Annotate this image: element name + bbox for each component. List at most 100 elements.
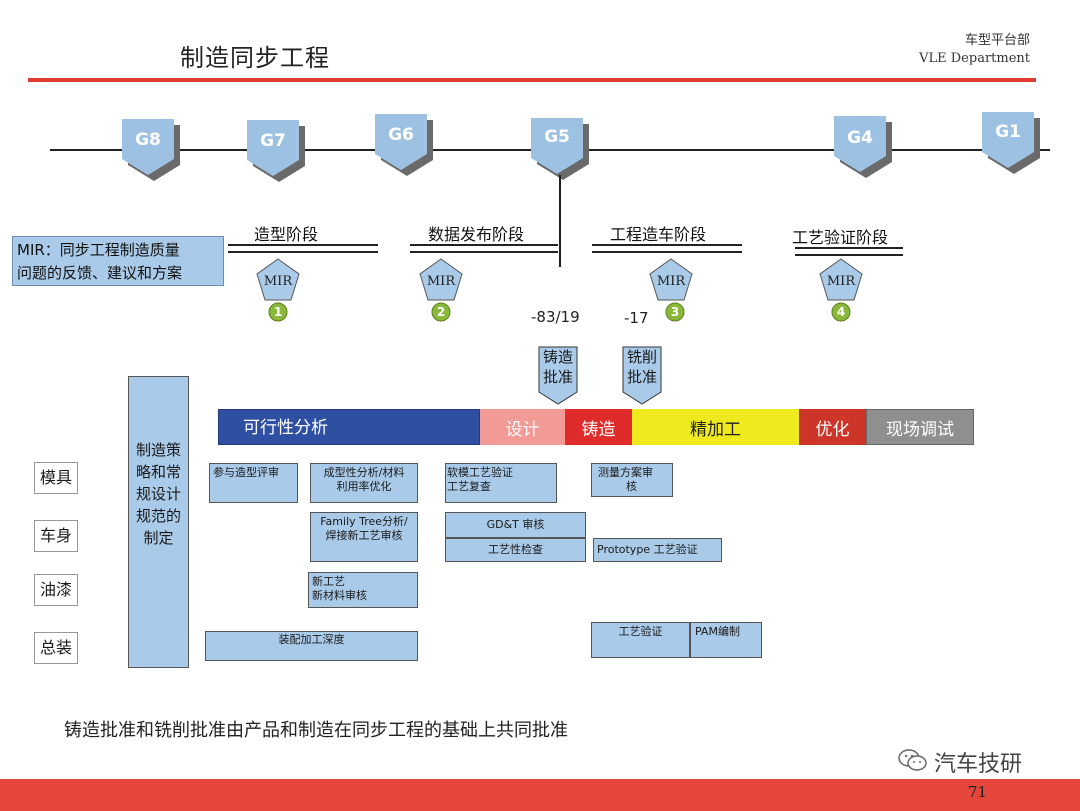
bar-finishing-label: 精加工 — [690, 419, 741, 440]
timing-casting: -83/19 — [531, 308, 580, 326]
task-text: 工艺复查 — [447, 480, 491, 493]
milestone-line: 铣削 — [626, 348, 657, 366]
row-label-die: 模具 — [34, 462, 78, 494]
footer-bar — [0, 779, 1080, 811]
task-text: 新材料审核 — [312, 589, 367, 602]
phase-process-validation: 工艺验证阶段 — [792, 228, 889, 247]
task-assembly-depth: 装配加工深度 — [205, 631, 418, 661]
bar-onsite-debug: 现场调试 — [866, 409, 974, 445]
phase-rule — [795, 247, 903, 256]
mir-marker-4: MIR 4 — [819, 258, 863, 328]
bar-design-label: 设计 — [505, 419, 540, 440]
phase-rule — [410, 244, 558, 253]
gate-g5: G5 — [531, 118, 589, 180]
phase-rule — [592, 244, 742, 253]
bar-optimization-label: 优化 — [815, 419, 850, 440]
task-text: Family Tree分析/ — [320, 515, 408, 528]
task-process-verify: 工艺验证 — [591, 622, 690, 658]
gate-g8: G8 — [122, 119, 180, 181]
strategy-line: 略和常 — [135, 463, 181, 481]
department-cn: 车型平台部 — [964, 33, 1030, 48]
watermark-brand: 汽车技研 — [934, 752, 1023, 777]
mir-marker-2: MIR 2 — [419, 258, 463, 328]
gate-g1: G1 — [982, 112, 1040, 174]
bar-optimization: 优化 — [799, 409, 866, 445]
gate-label: G4 — [847, 128, 873, 148]
bar-feasibility: 可行性分析 — [218, 409, 480, 445]
task-text: 工艺验证 — [618, 625, 663, 638]
task-text: 核 — [626, 480, 637, 493]
task-text: 装配加工深度 — [278, 633, 345, 646]
g5-drop-line — [559, 175, 561, 267]
bar-design: 设计 — [480, 409, 565, 445]
page-title: 制造同步工程 — [180, 44, 330, 72]
row-label-paint: 油漆 — [34, 574, 78, 606]
milestone-casting-approval: 铸造 批准 — [538, 346, 578, 406]
mir-label: MIR — [427, 274, 456, 289]
task-family-tree: Family Tree分析/ 焊接新工艺审核 — [310, 512, 418, 562]
strategy-line: 制造策 — [135, 441, 181, 459]
bar-finishing: 精加工 — [632, 409, 799, 445]
task-text: GD&T 审核 — [486, 518, 545, 531]
milestone-milling-approval: 铣削 批准 — [622, 346, 662, 406]
task-gdt-review: GD&T 审核 — [445, 512, 586, 538]
task-measurement: 测量方案审 核 — [591, 463, 673, 497]
mir-number: 3 — [671, 305, 679, 319]
task-pam: PAM编制 — [690, 622, 762, 658]
gate-g4: G4 — [834, 116, 892, 178]
task-new-process: 新工艺 新材料审核 — [308, 572, 418, 608]
task-prototype: Prototype 工艺验证 — [593, 538, 722, 562]
task-process-check: 工艺性检查 — [445, 538, 586, 562]
mir-note-line: MIR：同步工程制造质量 — [17, 241, 180, 259]
header-rule — [28, 78, 1036, 82]
bar-casting: 铸造 — [565, 409, 632, 445]
department-label: 车型平台部 VLE Department — [880, 32, 1030, 68]
mir-marker-3: MIR 3 — [649, 258, 693, 328]
mir-label: MIR — [657, 274, 686, 289]
row-label-assembly: 总装 — [34, 632, 78, 664]
bar-onsite-debug-label: 现场调试 — [886, 419, 954, 440]
gate-label: G5 — [544, 127, 570, 147]
mir-number: 1 — [274, 305, 282, 319]
task-text: PAM编制 — [695, 625, 740, 638]
gate-label: G6 — [388, 125, 414, 145]
task-styling-review: 参与造型评审 — [209, 463, 298, 503]
task-text: 参与造型评审 — [213, 466, 279, 479]
department-en: VLE Department — [919, 51, 1030, 66]
bar-casting-label: 铸造 — [581, 419, 616, 440]
phase-rule — [228, 244, 378, 253]
task-soft-tool: 软模工艺验证 工艺复查 — [445, 463, 557, 503]
phase-data-release: 数据发布阶段 — [428, 225, 525, 244]
task-text: 测量方案审 — [598, 466, 653, 479]
task-text: 成型性分析/材料 — [323, 466, 405, 479]
task-text: 利用率优化 — [336, 480, 392, 493]
task-text: 软模工艺验证 — [447, 466, 513, 479]
mir-label: MIR — [264, 274, 293, 289]
gate-g7: G7 — [247, 120, 305, 182]
process-phase-bar: 可行性分析 设计 铸造 精加工 优化 现场调试 — [218, 409, 974, 445]
mir-note-box: MIR：同步工程制造质量 问题的反馈、建议和方案 — [12, 236, 224, 286]
bar-feasibility-label: 可行性分析 — [243, 418, 328, 438]
timing-milling: -17 — [624, 309, 649, 327]
task-text: 新工艺 — [312, 575, 345, 588]
row-label-body: 车身 — [34, 520, 78, 552]
mir-number: 2 — [437, 305, 445, 319]
milestone-line: 铸造 — [542, 348, 573, 366]
mir-label: MIR — [827, 274, 856, 289]
strategy-box: 制造策 略和常 规设计 规范的 制定 — [128, 376, 189, 668]
gate-label: G1 — [995, 122, 1021, 142]
task-text: 工艺性检查 — [488, 543, 543, 556]
milestone-line: 批准 — [542, 368, 573, 386]
gate-label: G7 — [260, 131, 286, 151]
task-text: Prototype 工艺验证 — [597, 543, 698, 556]
mir-marker-1: MIR 1 — [256, 258, 300, 328]
mir-note-line: 问题的反馈、建议和方案 — [17, 264, 183, 282]
milestone-line: 批准 — [626, 368, 657, 386]
strategy-line: 规范的 — [135, 507, 181, 525]
page-number: 71 — [968, 783, 988, 801]
mir-number: 4 — [837, 305, 845, 319]
strategy-line: 规设计 — [135, 485, 181, 503]
phase-engineering-build: 工程造车阶段 — [610, 225, 707, 244]
strategy-line: 制定 — [143, 529, 174, 547]
gate-label: G8 — [135, 130, 161, 150]
